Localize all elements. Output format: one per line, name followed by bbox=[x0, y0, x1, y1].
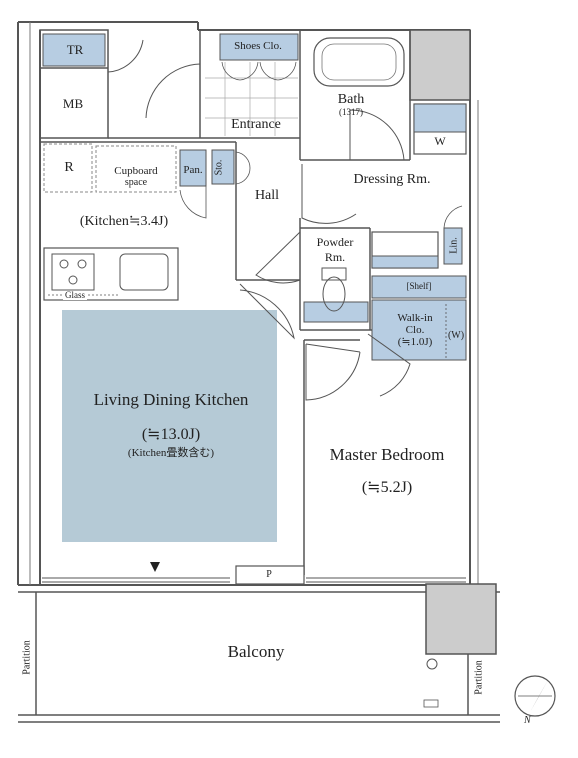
column-top-right bbox=[409, 29, 471, 101]
walk-in-closet bbox=[371, 299, 467, 361]
label-ldk-note: (Kitchen畳数含む) bbox=[127, 447, 215, 459]
label-walkin-2: Clo. bbox=[405, 324, 425, 336]
bathtub-inner bbox=[321, 43, 397, 81]
toilet-bowl bbox=[322, 276, 346, 312]
balcony-walls bbox=[18, 591, 500, 723]
label-partition-right: Partition bbox=[473, 660, 485, 695]
dressing-door bbox=[301, 164, 357, 224]
label-walkin-size: (≒1.0J) bbox=[397, 336, 433, 348]
label-r: R bbox=[64, 160, 74, 175]
column-balcony bbox=[425, 583, 497, 655]
ldk-door bbox=[239, 283, 295, 340]
sink bbox=[119, 253, 169, 291]
cupboard-space bbox=[95, 145, 177, 193]
tr-fixture bbox=[42, 33, 106, 67]
label-shelf: [Shelf] bbox=[406, 281, 432, 291]
label-powder-1: Powder bbox=[316, 235, 354, 249]
label-storage: Sto. bbox=[213, 159, 225, 176]
kitchen-counter bbox=[43, 247, 179, 301]
label-balcony: Balcony bbox=[227, 642, 285, 661]
linen-door bbox=[443, 205, 463, 229]
entrance-tile-grid bbox=[205, 62, 298, 136]
burner-2 bbox=[77, 259, 87, 269]
refrigerator-space bbox=[43, 143, 93, 193]
bedroom-walls bbox=[303, 339, 360, 575]
pipe-space bbox=[235, 565, 305, 585]
label-bath-size: (1317) bbox=[339, 107, 363, 117]
bath-door bbox=[349, 109, 405, 161]
label-dressing: Dressing Rm. bbox=[353, 172, 431, 187]
bedroom-door bbox=[305, 343, 361, 401]
ldk-area bbox=[62, 310, 277, 542]
label-bath: Bath bbox=[337, 92, 365, 107]
windows bbox=[42, 577, 466, 583]
shoes-doors bbox=[221, 61, 297, 81]
burner-3 bbox=[68, 275, 78, 285]
label-cupboard-1: Cupboard bbox=[114, 165, 158, 177]
label-tr: TR bbox=[66, 42, 84, 57]
outer-walls bbox=[17, 21, 471, 586]
toilet-counter bbox=[303, 301, 369, 323]
entrance-door-swing bbox=[145, 63, 201, 119]
kitchen-walls bbox=[40, 141, 300, 281]
label-washer: W bbox=[434, 134, 446, 148]
label-master-size: (≒5.2J) bbox=[361, 479, 413, 496]
drain bbox=[426, 658, 438, 670]
label-kitchen-size: (Kitchen≒3.4J) bbox=[79, 214, 169, 229]
storage bbox=[211, 149, 235, 185]
label-linen: Lin. bbox=[448, 237, 460, 254]
shoes-closet bbox=[219, 33, 299, 61]
vanity-top bbox=[371, 255, 439, 269]
label-ldk-size: (≒13.0J) bbox=[141, 426, 201, 443]
tr-door-swing bbox=[107, 34, 144, 73]
washer-top bbox=[413, 103, 467, 133]
balcony-vent bbox=[423, 699, 439, 708]
label-mb: MB bbox=[62, 96, 84, 111]
label-north: N bbox=[524, 715, 531, 726]
walk-in-door bbox=[367, 333, 411, 397]
bathtub bbox=[313, 37, 405, 87]
storage-doors bbox=[235, 151, 251, 185]
label-pantry: Pan. bbox=[183, 164, 203, 176]
compass-icon bbox=[514, 675, 556, 717]
label-pipe-space: P bbox=[266, 569, 272, 580]
powder-door bbox=[255, 231, 301, 284]
label-partition-left: Partition bbox=[21, 640, 33, 675]
label-hall: Hall bbox=[254, 188, 280, 203]
outer-walls-thin bbox=[29, 22, 479, 585]
label-master-bedroom: Master Bedroom bbox=[329, 445, 445, 464]
label-cupboard-2: space bbox=[124, 177, 148, 188]
label-glass: Glass bbox=[63, 290, 87, 300]
pantry-door bbox=[179, 186, 207, 219]
label-entrance: Entrance bbox=[231, 117, 281, 132]
label-powder-2: Rm. bbox=[324, 250, 346, 264]
label-walkin-w: (W) bbox=[447, 330, 465, 341]
burner-1 bbox=[59, 259, 69, 269]
shelf bbox=[371, 275, 467, 299]
label-shoes-closet: Shoes Clo. bbox=[234, 40, 282, 52]
linen-closet bbox=[443, 227, 463, 265]
stove bbox=[51, 253, 95, 291]
tr-mb-block bbox=[39, 29, 109, 139]
label-walkin-1: Walk-in bbox=[397, 312, 433, 324]
view-marker bbox=[150, 562, 160, 572]
toilet-tank bbox=[321, 267, 347, 281]
pantry bbox=[179, 149, 207, 187]
label-ldk: Living Dining Kitchen bbox=[93, 390, 249, 409]
